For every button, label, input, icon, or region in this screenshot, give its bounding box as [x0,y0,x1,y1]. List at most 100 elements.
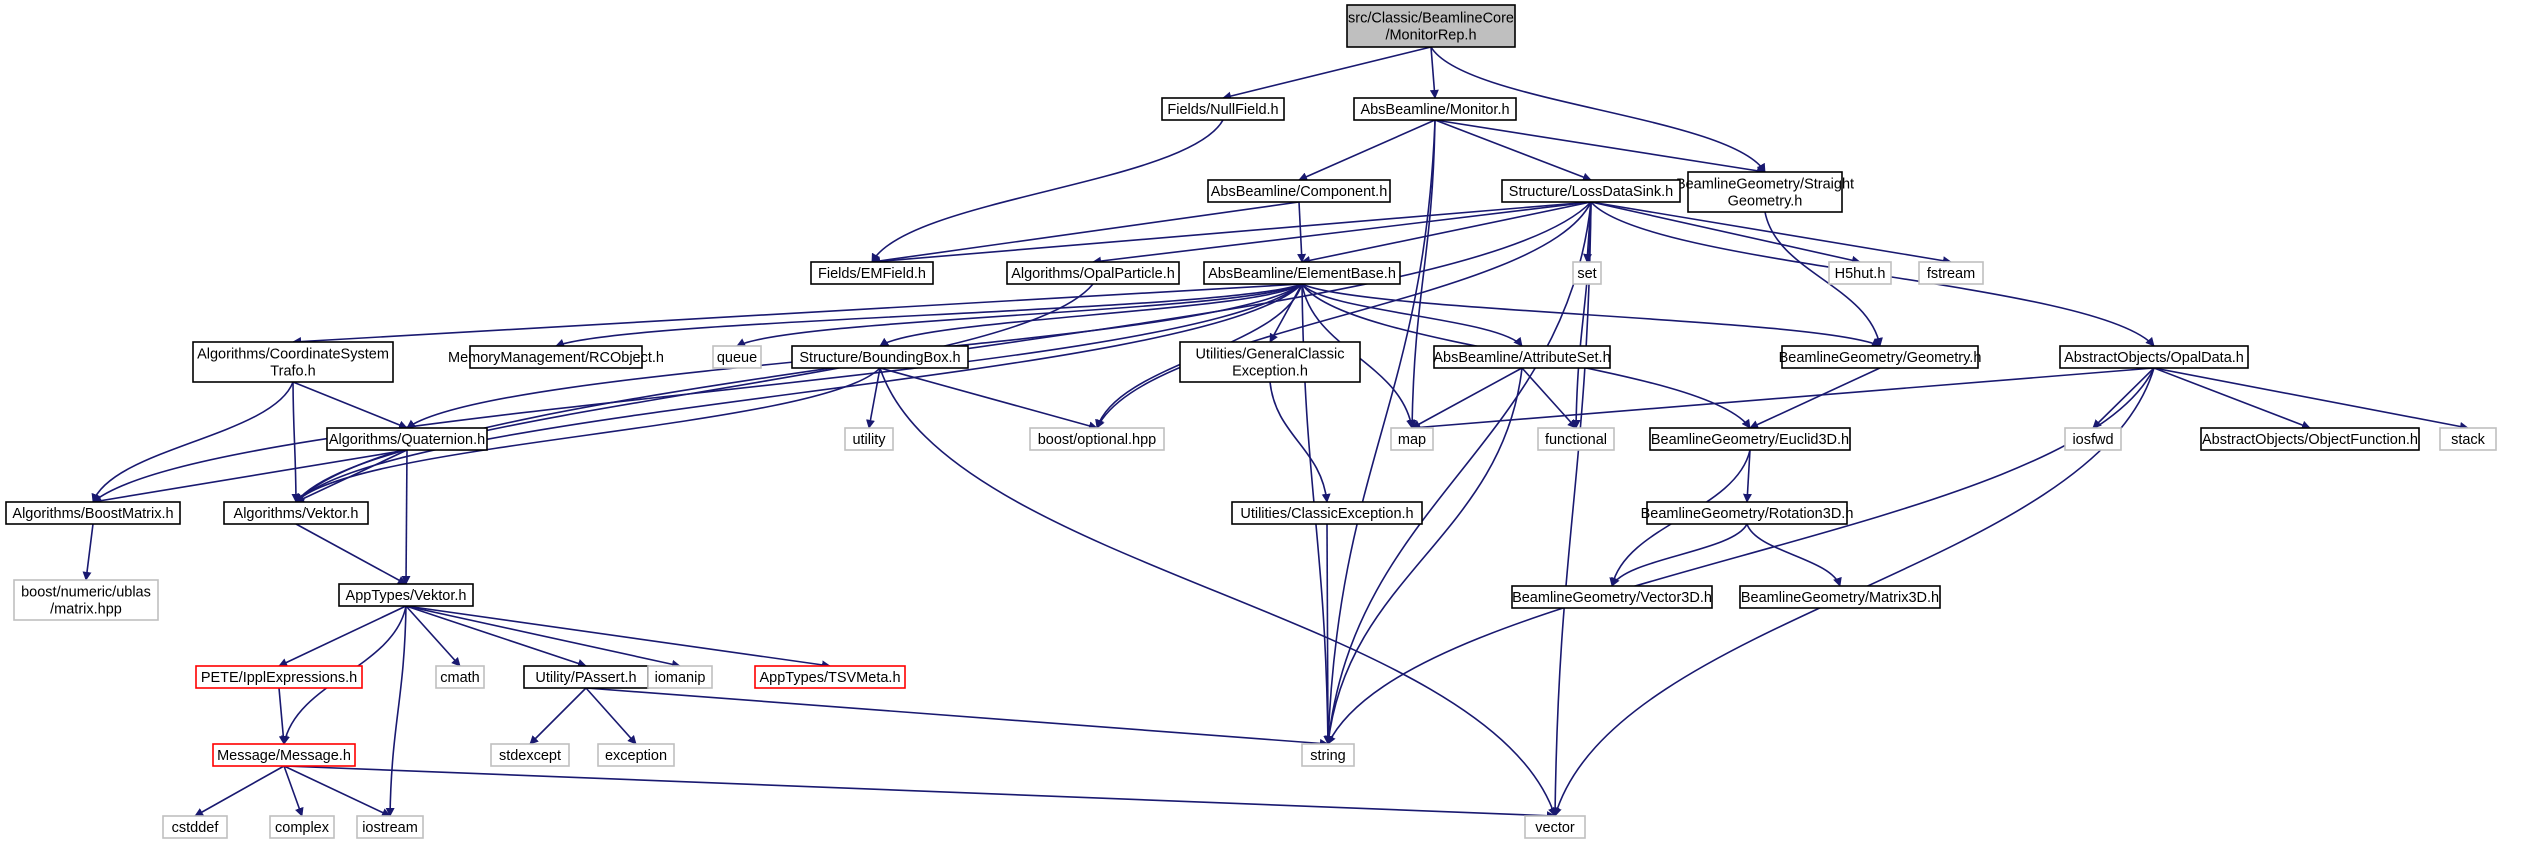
node-nullfield[interactable]: Fields/NullField.h [1161,97,1285,121]
edge-monitor-to-string [1323,119,1436,745]
edge-attributeset-to-map [1411,367,1523,429]
node-iosfwd[interactable]: iosfwd [2064,427,2122,451]
edge-opaldata-to-iosfwd [2092,367,2155,429]
edge-opaldata-to-stack [2153,367,2469,431]
node-attributeset[interactable]: AbsBeamline/AttributeSet.h [1433,345,1611,369]
node-lossdatasink[interactable]: Structure/LossDataSink.h [1501,179,1681,203]
edge-apptypesvektor-to-pete [278,605,407,667]
node-opalparticle[interactable]: Algorithms/OpalParticle.h [1006,261,1180,285]
node-queue[interactable]: queue [712,345,762,369]
edge-vektorh-to-apptypesvektor [295,523,407,585]
node-pete[interactable]: PETE/IpplExpressions.h [195,665,363,689]
node-string[interactable]: string [1301,743,1355,767]
node-box [810,261,934,285]
edge-apptypesvektor-to-cmath [405,605,461,667]
node-passert[interactable]: Utility/PAssert.h [523,665,649,689]
node-box [223,501,369,525]
node-tsvmeta[interactable]: AppTypes/TSVMeta.h [754,665,906,689]
node-h5hut[interactable]: H5hut.h [1828,261,1892,285]
node-box [1918,261,1984,285]
node-fstream[interactable]: fstream [1918,261,1984,285]
node-label: BeamlineGeometry/Matrix3D.h [1741,590,1939,606]
node-functional[interactable]: functional [1537,427,1615,451]
node-iomanip[interactable]: iomanip [647,665,713,689]
node-quaternion[interactable]: Algorithms/Quaternion.h [326,427,488,451]
node-label: AppTypes/TSVMeta.h [759,670,900,686]
node-opaldata[interactable]: AbstractObjects/OpalData.h [2059,345,2249,369]
edge-passert-to-stdexcept [529,687,587,745]
node-label: Fields/EMField.h [818,266,926,282]
edge-passert-to-exception [585,687,637,745]
node-label: AbstractObjects/ObjectFunction.h [2202,432,2418,448]
node-component[interactable]: AbsBeamline/Component.h [1207,179,1391,203]
node-label: AbsBeamline/AttributeSet.h [1433,350,1610,366]
node-box [1649,427,1851,451]
node-label: boost/numeric/ublas [21,585,151,601]
node-box [1390,427,1434,451]
node-box [2059,345,2249,369]
node-exception[interactable]: exception [597,743,675,767]
edge-root-to-monitor [1429,46,1439,99]
node-box [1301,743,1355,767]
node-boundingbox[interactable]: Structure/BoundingBox.h [791,345,969,369]
edge-opaldata-to-map [1411,367,2155,432]
edge-message-to-iostream [283,765,391,817]
node-boostmatrix[interactable]: Algorithms/BoostMatrix.h [5,501,181,525]
node-label: exception [605,748,667,764]
node-complex[interactable]: complex [269,815,335,839]
node-elementbase[interactable]: AbsBeamline/ElementBase.h [1203,261,1401,285]
edge-attributeset-to-string [1324,367,1523,745]
edge-monitor-to-component [1298,119,1436,181]
node-label: Geometry.h [1728,194,1803,210]
node-label: Trafo.h [270,364,315,380]
node-box [1572,261,1602,285]
node-box [490,743,570,767]
edge-root-to-nullfield [1222,46,1432,101]
node-set[interactable]: set [1572,261,1602,285]
node-stack[interactable]: stack [2439,427,2497,451]
node-message[interactable]: Message/Message.h [212,743,356,767]
node-boostoptional[interactable]: boost/optional.hpp [1029,427,1165,451]
node-map[interactable]: map [1390,427,1434,451]
node-label: Algorithms/BoostMatrix.h [12,506,173,522]
node-vektorh[interactable]: Algorithms/Vektor.h [223,501,369,525]
edge-lossdatasink-to-vector [1550,201,1592,817]
node-cmath[interactable]: cmath [435,665,485,689]
node-label: Algorithms/OpalParticle.h [1011,266,1175,282]
node-euclid3d[interactable]: BeamlineGeometry/Euclid3D.h [1649,427,1851,451]
node-label: Exception.h [1232,364,1308,380]
node-geometry[interactable]: BeamlineGeometry/Geometry.h [1779,345,1982,369]
node-box [326,427,488,451]
node-label: cstddef [172,820,220,836]
node-vector[interactable]: vector [1524,815,1586,839]
node-apptypesvektor[interactable]: AppTypes/Vektor.h [338,583,474,607]
edge-lossdatasink-to-fstream [1590,201,1952,266]
edge-elementbase-to-boundingbox [879,283,1303,347]
node-label: MemoryManagement/RCObject.h [448,350,664,366]
edge-boundingbox-to-vector [879,367,1557,817]
node-iostream[interactable]: iostream [356,815,424,839]
node-emfield[interactable]: Fields/EMField.h [810,261,934,285]
edge-message-to-vector [283,765,1556,821]
node-vector3d[interactable]: BeamlineGeometry/Vector3D.h [1511,585,1713,609]
node-matrix3d[interactable]: BeamlineGeometry/Matrix3D.h [1739,585,1941,609]
node-cstddef[interactable]: cstddef [162,815,228,839]
node-box [1346,4,1516,48]
edge-lossdatasink-to-string [1324,201,1592,745]
node-stdexcept[interactable]: stdexcept [490,743,570,767]
node-monitor[interactable]: AbsBeamline/Monitor.h [1353,97,1517,121]
node-utility[interactable]: utility [844,427,894,451]
node-box [1353,97,1517,121]
node-objectfunction[interactable]: AbstractObjects/ObjectFunction.h [2200,427,2420,451]
node-ublas[interactable]: boost/numeric/ublas/matrix.hpp [13,579,159,621]
node-rotation3d[interactable]: BeamlineGeometry/Rotation3D.h [1641,501,1854,525]
node-label: src/Classic/BeamlineCore [1348,11,1514,27]
node-box [212,743,356,767]
node-root[interactable]: src/Classic/BeamlineCore/MonitorRep.h [1346,4,1516,48]
node-label: BeamlineGeometry/Vector3D.h [1512,590,1712,606]
node-rcobject[interactable]: MemoryManagement/RCObject.h [448,345,664,369]
node-classicexc[interactable]: Utilities/ClassicException.h [1231,501,1423,525]
